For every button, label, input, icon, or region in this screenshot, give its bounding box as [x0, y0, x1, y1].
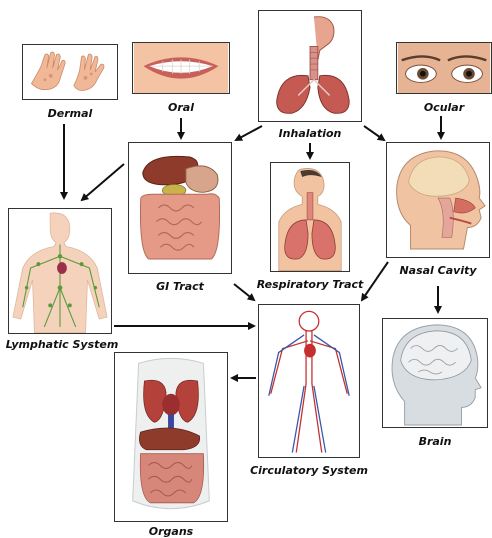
inhalation-label: Inhalation — [258, 127, 362, 140]
respiratory-tract-label: Respiratory Tract — [252, 278, 368, 291]
head-cross-section-icon — [387, 143, 489, 257]
lymphatic-body-icon — [9, 209, 111, 333]
lymphatic-system-label: Lymphatic System — [0, 338, 124, 351]
vascular-body-icon — [259, 305, 359, 457]
gi-tract-label: GI Tract — [128, 280, 232, 293]
ocular-image-box — [396, 42, 492, 94]
nasal-cavity-label: Nasal Cavity — [386, 264, 490, 277]
torso-organs-icon — [115, 353, 227, 521]
organs-label: Organs — [114, 525, 228, 538]
respiratory-system-icon — [271, 163, 349, 271]
organs-image-box — [114, 352, 228, 522]
oral-label: Oral — [132, 101, 230, 114]
nasal-cavity-image-box — [386, 142, 490, 258]
dermal-image-box — [22, 44, 118, 100]
mouth-icon — [133, 43, 229, 93]
brain-icon — [383, 319, 487, 427]
eyes-icon — [397, 43, 491, 93]
gi-tract-image-box — [128, 142, 232, 274]
circulatory-system-label: Circulatory System — [244, 464, 374, 477]
arrow-inhalation-to-nasal — [364, 126, 384, 140]
dermal-label: Dermal — [22, 107, 118, 120]
oral-image-box — [132, 42, 230, 94]
brain-label: Brain — [382, 435, 488, 448]
brain-image-box — [382, 318, 488, 428]
hands-icon — [23, 45, 117, 99]
digestive-organs-icon — [129, 143, 231, 273]
inhalation-image-box — [258, 10, 362, 122]
circulatory-system-image-box — [258, 304, 360, 458]
respiratory-tract-image-box — [270, 162, 350, 272]
ocular-label: Ocular — [396, 101, 492, 114]
lymphatic-system-image-box — [8, 208, 112, 334]
airway-lungs-icon — [259, 11, 361, 121]
arrow-gi-tract-to-circulatory — [234, 284, 254, 300]
arrow-gi-tract-to-lymphatic — [82, 164, 124, 200]
